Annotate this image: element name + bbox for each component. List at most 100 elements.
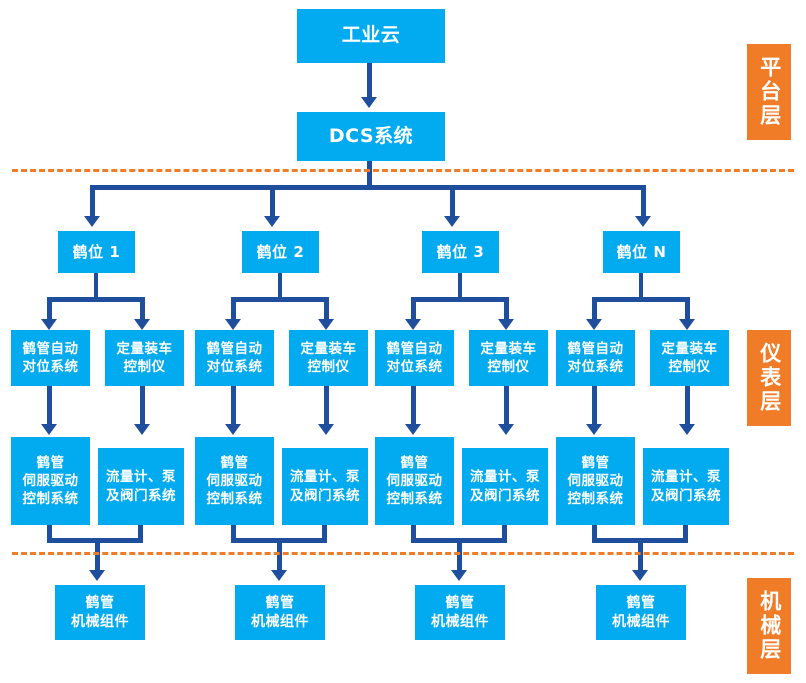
layer-tag-mechanical: 机械层 (747, 578, 791, 674)
box-loading-arm-mechanical-assembly-4[interactable]: 鹤管 机械组件 (596, 585, 686, 640)
bus-drop-bay-2 (270, 185, 275, 218)
split-bar-bay-2 (231, 297, 329, 302)
split-arrowhead-bay-2-right (318, 319, 334, 330)
box-loading-arm-auto-alignment-2[interactable]: 鹤管自动 对位系统 (195, 330, 274, 386)
merge-arrowhead-4 (632, 570, 648, 581)
box-industrial-cloud[interactable]: 工业云 (297, 9, 445, 63)
bus-arrowhead-bay-3 (444, 216, 460, 227)
split-arrowhead-bay-1-right (134, 319, 150, 330)
bus-stub-dcs (367, 161, 372, 188)
layer-tag-instrument: 仪表层 (747, 330, 791, 426)
split-drop-bay-4-left (592, 297, 597, 321)
box-bay-1[interactable]: 鹤位 1 (58, 231, 135, 273)
split-arrowhead-bay-3-left (405, 319, 421, 330)
box-flowmeter-pump-valve-3[interactable]: 流量计、泵 及阀门系统 (462, 448, 548, 525)
link-instr-to-drive-1L-arrowhead (41, 424, 57, 435)
divider-instrument-mechanical (12, 552, 794, 555)
bus-drop-bay-3 (450, 185, 455, 218)
box-dcs-system[interactable]: DCS系统 (297, 112, 445, 161)
split-bar-bay-1 (47, 297, 145, 302)
box-bay-4[interactable]: 鹤位 N (603, 231, 680, 273)
box-loading-arm-mechanical-assembly-3[interactable]: 鹤管 机械组件 (415, 585, 505, 640)
merge-drop-2 (277, 538, 282, 572)
split-drop-bay-2-right (324, 297, 329, 321)
merge-right-stub-3 (502, 525, 507, 543)
bus-horizontal-bays (90, 185, 646, 190)
box-servo-drive-control-4[interactable]: 鹤管 伺服驱动 控制系统 (556, 437, 635, 525)
box-loading-arm-auto-alignment-3[interactable]: 鹤管自动 对位系统 (375, 330, 454, 386)
box-metered-loading-controller-2[interactable]: 定量装车 控制仪 (289, 330, 368, 386)
split-arrowhead-bay-3-right (498, 319, 514, 330)
merge-arrowhead-2 (271, 570, 287, 581)
merge-left-stub-2 (231, 525, 236, 543)
bus-arrowhead-bay-4 (635, 216, 651, 227)
link-instr-to-drive-2R-line (324, 386, 329, 426)
merge-right-stub-2 (322, 525, 327, 543)
link-instr-to-drive-3L-line (411, 386, 416, 426)
link-instr-to-drive-4R-line (685, 386, 690, 426)
split-stub-bay-1 (94, 273, 98, 299)
merge-left-stub-1 (47, 525, 52, 543)
merge-drop-4 (638, 538, 643, 572)
box-loading-arm-mechanical-assembly-2[interactable]: 鹤管 机械组件 (235, 585, 325, 640)
link-instr-to-drive-3L-arrowhead (405, 424, 421, 435)
box-bay-3[interactable]: 鹤位 3 (422, 231, 499, 273)
split-drop-bay-1-left (47, 297, 52, 321)
box-loading-arm-auto-alignment-1[interactable]: 鹤管自动 对位系统 (11, 330, 90, 386)
layer-tag-platform-text: 平台层 (757, 56, 782, 128)
split-drop-bay-2-left (231, 297, 236, 321)
link-instr-to-drive-3R-line (504, 386, 509, 426)
layer-tag-mechanical-text: 机械层 (757, 590, 782, 662)
box-flowmeter-pump-valve-2[interactable]: 流量计、泵 及阀门系统 (282, 448, 368, 525)
layer-tag-instrument-text: 仪表层 (757, 342, 782, 414)
split-bar-bay-3 (411, 297, 509, 302)
merge-arrowhead-1 (89, 570, 105, 581)
split-arrowhead-bay-2-left (225, 319, 241, 330)
bus-drop-bay-4 (641, 185, 646, 218)
link-instr-to-drive-2L-line (231, 386, 236, 426)
box-servo-drive-control-3[interactable]: 鹤管 伺服驱动 控制系统 (375, 437, 454, 525)
split-stub-bay-2 (278, 273, 282, 299)
box-loading-arm-mechanical-assembly-1[interactable]: 鹤管 机械组件 (55, 585, 145, 640)
split-stub-bay-3 (458, 273, 462, 299)
merge-right-stub-1 (138, 525, 143, 543)
link-instr-to-drive-1R-arrowhead (134, 424, 150, 435)
split-stub-bay-4 (639, 273, 643, 299)
split-drop-bay-3-left (411, 297, 416, 321)
merge-drop-1 (95, 538, 100, 572)
merge-left-stub-4 (592, 525, 597, 543)
split-arrowhead-bay-4-left (586, 319, 602, 330)
layer-tag-platform: 平台层 (747, 44, 791, 140)
merge-drop-3 (457, 538, 462, 572)
connector-cloud-to-dcs-arrowhead (361, 97, 377, 108)
merge-arrowhead-3 (451, 570, 467, 581)
connector-cloud-to-dcs-line (367, 63, 372, 99)
link-instr-to-drive-4L-line (592, 386, 597, 426)
bus-arrowhead-bay-1 (84, 216, 100, 227)
link-instr-to-drive-2L-arrowhead (225, 424, 241, 435)
box-servo-drive-control-2[interactable]: 鹤管 伺服驱动 控制系统 (195, 437, 274, 525)
divider-platform-instrument (12, 169, 794, 172)
split-drop-bay-4-right (685, 297, 690, 321)
split-arrowhead-bay-1-left (41, 319, 57, 330)
box-bay-2[interactable]: 鹤位 2 (242, 231, 319, 273)
box-flowmeter-pump-valve-4[interactable]: 流量计、泵 及阀门系统 (643, 448, 729, 525)
split-bar-bay-4 (592, 297, 690, 302)
link-instr-to-drive-1R-line (140, 386, 145, 426)
box-metered-loading-controller-4[interactable]: 定量装车 控制仪 (650, 330, 729, 386)
link-instr-to-drive-3R-arrowhead (498, 424, 514, 435)
box-servo-drive-control-1[interactable]: 鹤管 伺服驱动 控制系统 (11, 437, 90, 525)
bus-drop-bay-1 (90, 185, 95, 218)
link-instr-to-drive-1L-line (47, 386, 52, 426)
box-metered-loading-controller-3[interactable]: 定量装车 控制仪 (469, 330, 548, 386)
link-instr-to-drive-4R-arrowhead (679, 424, 695, 435)
box-metered-loading-controller-1[interactable]: 定量装车 控制仪 (105, 330, 184, 386)
split-drop-bay-3-right (504, 297, 509, 321)
box-loading-arm-auto-alignment-4[interactable]: 鹤管自动 对位系统 (556, 330, 635, 386)
link-instr-to-drive-2R-arrowhead (318, 424, 334, 435)
merge-left-stub-3 (411, 525, 416, 543)
split-arrowhead-bay-4-right (679, 319, 695, 330)
bus-arrowhead-bay-2 (264, 216, 280, 227)
box-flowmeter-pump-valve-1[interactable]: 流量计、泵 及阀门系统 (98, 448, 184, 525)
